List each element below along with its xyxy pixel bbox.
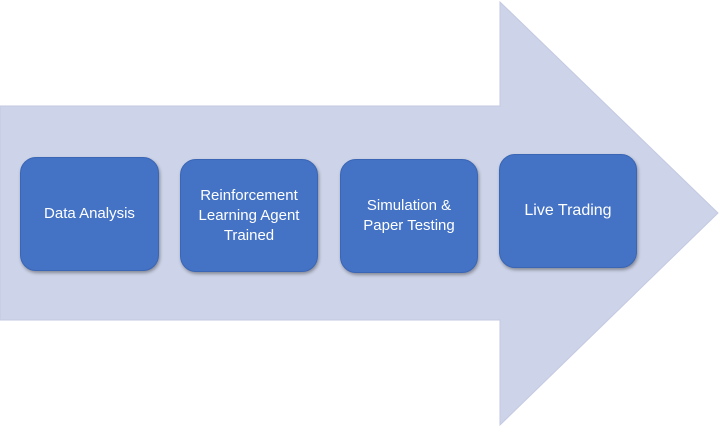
step-simulation-paper-testing: Simulation & Paper Testing: [340, 159, 478, 273]
step-label: Reinforcement Learning Agent Trained: [198, 186, 300, 244]
step-live-trading: Live Trading: [499, 154, 637, 268]
step-label: Simulation & Paper Testing: [363, 197, 455, 234]
step-label: Data Analysis: [44, 205, 135, 222]
step-label: Live Trading: [524, 202, 612, 219]
step-data-analysis: Data Analysis: [20, 157, 159, 271]
step-reinforcement-learning-agent-trained: Reinforcement Learning Agent Trained: [180, 159, 318, 272]
